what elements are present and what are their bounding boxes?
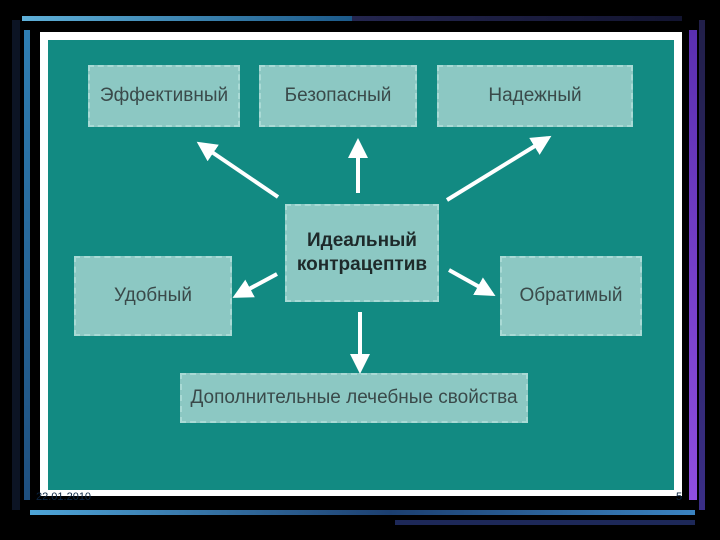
frame-top-line: [22, 16, 352, 21]
frame-bottom-line: [30, 510, 390, 515]
frame-top-line-dark: [352, 16, 682, 21]
node-effective: Эффективный: [88, 65, 240, 127]
center-label-line1: Идеальный: [307, 230, 417, 252]
node-therapeutic-label: Дополнительные лечебные свойства: [190, 387, 518, 409]
frame-bottom-line-dark: [395, 520, 695, 525]
arrow-to-reliable: [445, 135, 552, 202]
arrow-to-convenient: [232, 272, 278, 298]
footer-date: 22.01.2010: [36, 491, 92, 503]
frame-left-line: [24, 30, 30, 500]
slide-number: 5: [676, 491, 683, 503]
arrow-to-effective: [196, 141, 280, 199]
arrow-to-reversible: [448, 268, 496, 296]
center-label-line2: контрацептив: [296, 254, 428, 275]
node-convenient: Удобный: [74, 256, 232, 336]
frame-bottom-line-right: [390, 510, 695, 515]
node-safe: Безопасный: [259, 65, 417, 127]
node-therapeutic: Дополнительные лечебные свойства: [180, 373, 528, 423]
frame-left-line-dark: [12, 20, 20, 510]
frame-right-line-dark: [699, 20, 705, 510]
frame-right-line: [689, 30, 697, 500]
node-reliable-label: Надежный: [488, 85, 582, 107]
node-effective-label: Эффективный: [99, 85, 229, 107]
node-convenient-label: Удобный: [114, 285, 192, 307]
node-ideal-contraceptive: Идеальный контрацептив: [285, 204, 439, 302]
node-reversible-label: Обратимый: [519, 285, 623, 307]
node-reversible: Обратимый: [500, 256, 642, 336]
node-reliable: Надежный: [437, 65, 633, 127]
node-safe-label: Безопасный: [284, 85, 392, 107]
